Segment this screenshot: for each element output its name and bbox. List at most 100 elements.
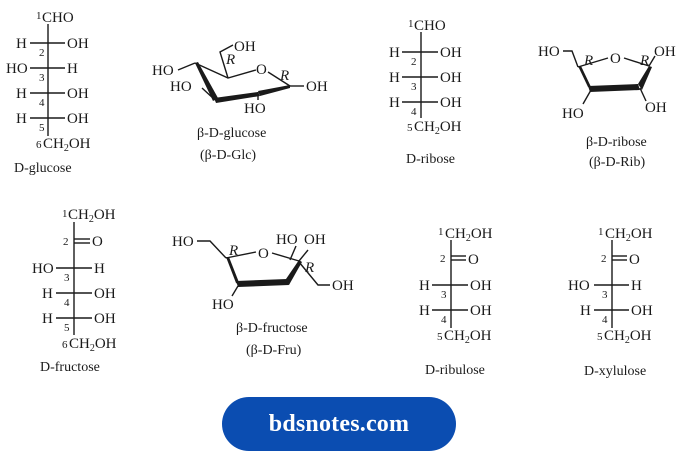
svg-text:CHO: CHO <box>42 10 74 26</box>
svg-text:4: 4 <box>64 297 70 309</box>
svg-text:3: 3 <box>602 289 608 301</box>
svg-text:2: 2 <box>63 236 69 248</box>
svg-text:2: 2 <box>601 253 607 265</box>
d-fructose-fischer: 1 CH2OH 2 O HO H 3 H OH 4 H OH 5 6 CH2OH… <box>32 207 117 375</box>
svg-text:β-D-glucose: β-D-glucose <box>197 126 266 141</box>
svg-text:OH: OH <box>306 79 328 95</box>
svg-text:1: 1 <box>36 10 42 22</box>
svg-text:1: 1 <box>438 226 444 238</box>
svg-text:OH: OH <box>67 36 89 52</box>
svg-text:4: 4 <box>39 97 45 109</box>
svg-text:O: O <box>468 252 479 268</box>
svg-text:4: 4 <box>411 106 417 118</box>
svg-text:OH: OH <box>654 44 676 60</box>
svg-text:O: O <box>92 234 103 250</box>
svg-text:1: 1 <box>62 208 68 220</box>
svg-text:1: 1 <box>598 226 604 238</box>
d-ribulose-fischer: 1 CH2OH 2 O H OH 3 H OH 4 5 CH2OH D-ribu… <box>419 226 493 378</box>
svg-text:OH: OH <box>67 111 89 127</box>
svg-text:3: 3 <box>411 81 417 93</box>
svg-text:HO: HO <box>32 261 54 277</box>
svg-text:H: H <box>42 311 53 327</box>
svg-text:3: 3 <box>441 289 447 301</box>
svg-text:3: 3 <box>39 72 45 84</box>
svg-text:OH: OH <box>234 39 256 55</box>
svg-text:O: O <box>629 252 640 268</box>
svg-text:(β-D-Rib): (β-D-Rib) <box>589 155 645 170</box>
svg-text:HO: HO <box>212 297 234 313</box>
svg-text:R: R <box>225 52 235 68</box>
svg-text:H: H <box>631 278 642 294</box>
svg-text:CH2OH: CH2OH <box>69 336 117 354</box>
svg-text:5: 5 <box>39 122 45 134</box>
svg-text:2: 2 <box>440 253 446 265</box>
svg-text:H: H <box>42 286 53 302</box>
svg-text:D-xylulose: D-xylulose <box>584 364 646 379</box>
svg-text:β-D-ribose: β-D-ribose <box>586 135 647 150</box>
svg-text:OH: OH <box>94 286 116 302</box>
svg-text:R: R <box>304 260 314 276</box>
svg-text:OH: OH <box>67 86 89 102</box>
svg-text:OH: OH <box>645 100 667 116</box>
svg-text:CH2OH: CH2OH <box>604 328 652 346</box>
svg-text:O: O <box>258 246 269 262</box>
site-link-label: bdsnotes.com <box>268 410 410 437</box>
svg-text:HO: HO <box>276 232 298 248</box>
svg-text:D-ribose: D-ribose <box>406 152 455 167</box>
svg-text:OH: OH <box>470 303 492 319</box>
svg-text:OH: OH <box>440 70 462 86</box>
svg-text:D-fructose: D-fructose <box>40 360 100 375</box>
svg-text:OH: OH <box>631 303 653 319</box>
beta-d-ribose-furanose: HO O R R OH HO OH β-D-ribose (β-D-Rib) <box>538 44 676 170</box>
svg-text:2: 2 <box>411 56 417 68</box>
svg-text:CH2OH: CH2OH <box>68 207 116 225</box>
svg-text:4: 4 <box>602 314 608 326</box>
svg-text:R: R <box>279 68 289 84</box>
d-glucose-fischer: 1 CHO H OH 2 HO H 3 H OH 4 H OH 5 6 CH2O… <box>6 10 91 176</box>
svg-text:CHO: CHO <box>414 18 446 34</box>
svg-text:6: 6 <box>62 339 68 351</box>
svg-text:5: 5 <box>64 322 70 334</box>
svg-text:OH: OH <box>304 232 326 248</box>
svg-text:CH2OH: CH2OH <box>444 328 492 346</box>
svg-text:HO: HO <box>170 79 192 95</box>
svg-text:HO: HO <box>568 278 590 294</box>
svg-text:H: H <box>389 45 400 61</box>
svg-text:H: H <box>419 278 430 294</box>
svg-text:CH2OH: CH2OH <box>605 226 653 244</box>
svg-text:HO: HO <box>172 234 194 250</box>
svg-text:HO: HO <box>152 63 174 79</box>
site-link-button[interactable]: bdsnotes.com <box>222 397 456 451</box>
svg-text:R: R <box>639 53 649 69</box>
svg-text:R: R <box>583 53 593 69</box>
svg-text:H: H <box>389 95 400 111</box>
svg-text:1: 1 <box>408 18 414 30</box>
svg-text:HO: HO <box>6 61 28 77</box>
svg-text:O: O <box>256 62 267 78</box>
svg-text:O: O <box>610 51 621 67</box>
svg-text:H: H <box>16 111 27 127</box>
svg-text:5: 5 <box>597 331 603 343</box>
svg-text:OH: OH <box>440 45 462 61</box>
svg-text:HO: HO <box>538 44 560 60</box>
svg-text:HO: HO <box>562 106 584 122</box>
svg-text:3: 3 <box>64 272 70 284</box>
svg-text:OH: OH <box>332 278 354 294</box>
svg-text:H: H <box>94 261 105 277</box>
svg-text:4: 4 <box>441 314 447 326</box>
svg-text:OH: OH <box>94 311 116 327</box>
beta-d-fructose-furanose: HO O R R HO OH OH HO β-D-fructose (β-D-F… <box>172 232 354 358</box>
svg-text:β-D-fructose: β-D-fructose <box>236 321 308 336</box>
svg-text:H: H <box>419 303 430 319</box>
d-xylulose-fischer: 1 CH2OH 2 O HO H 3 H OH 4 5 CH2OH D-xylu… <box>568 226 653 379</box>
svg-text:H: H <box>389 70 400 86</box>
beta-d-glucose-chair: OH R O R OH HO HO HO β-D-glucose (β-D-Gl… <box>152 39 328 163</box>
svg-text:D-ribulose: D-ribulose <box>425 363 485 378</box>
svg-text:OH: OH <box>440 95 462 111</box>
svg-text:CH2OH: CH2OH <box>445 226 493 244</box>
svg-text:2: 2 <box>39 47 45 59</box>
svg-text:(β-D-Glc): (β-D-Glc) <box>200 148 256 163</box>
svg-text:5: 5 <box>437 331 443 343</box>
d-ribose-fischer: 1 CHO H OH 2 H OH 3 H OH 4 5 CH2OH D-rib… <box>389 18 462 167</box>
svg-text:H: H <box>16 36 27 52</box>
